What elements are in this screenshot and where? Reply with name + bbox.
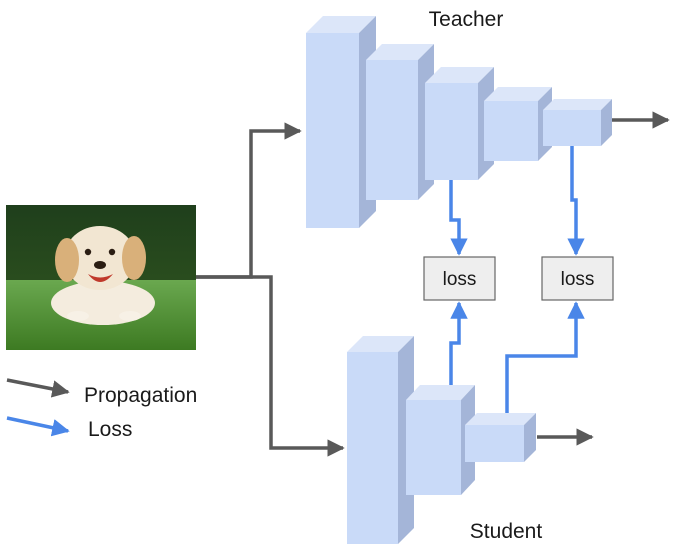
- legend-propagation-label: Propagation: [84, 384, 197, 407]
- student-block-3: [465, 413, 536, 462]
- input-image: [6, 205, 196, 350]
- puppy-illustration: [51, 226, 155, 325]
- teacher-to-loss1-arrow: [449, 180, 468, 256]
- loss-arrows: [449, 146, 585, 413]
- loss-box-1-label: loss: [443, 269, 477, 290]
- legend: Propagation Loss: [6, 378, 197, 441]
- teacher-block-2: [366, 44, 434, 200]
- teacher-label: Teacher: [429, 8, 504, 31]
- student-to-loss1-arrow: [449, 301, 468, 385]
- legend-propagation-arrow: [6, 378, 70, 398]
- teacher-to-loss2-arrow: [567, 146, 585, 256]
- legend-loss-label: Loss: [88, 418, 132, 441]
- image-to-teacher-arrow: [196, 122, 302, 279]
- propagation-arrows: [196, 111, 670, 457]
- student-to-loss2-arrow: [505, 301, 585, 413]
- loss-box-2: loss: [541, 256, 614, 301]
- loss-box-1: loss: [423, 256, 496, 301]
- student-network: [347, 336, 536, 544]
- teacher-network: [306, 16, 612, 228]
- loss-box-2-label: loss: [561, 269, 595, 290]
- student-label: Student: [470, 520, 543, 543]
- teacher-block-3: [425, 67, 494, 180]
- teacher-block-5: [543, 99, 612, 146]
- image-to-student-arrow: [196, 275, 345, 457]
- legend-loss-arrow: [6, 416, 70, 437]
- teacher-block-4: [484, 87, 552, 161]
- teacher-block-1: [306, 16, 376, 228]
- student-block-1: [347, 336, 414, 544]
- student-block-2: [406, 385, 475, 495]
